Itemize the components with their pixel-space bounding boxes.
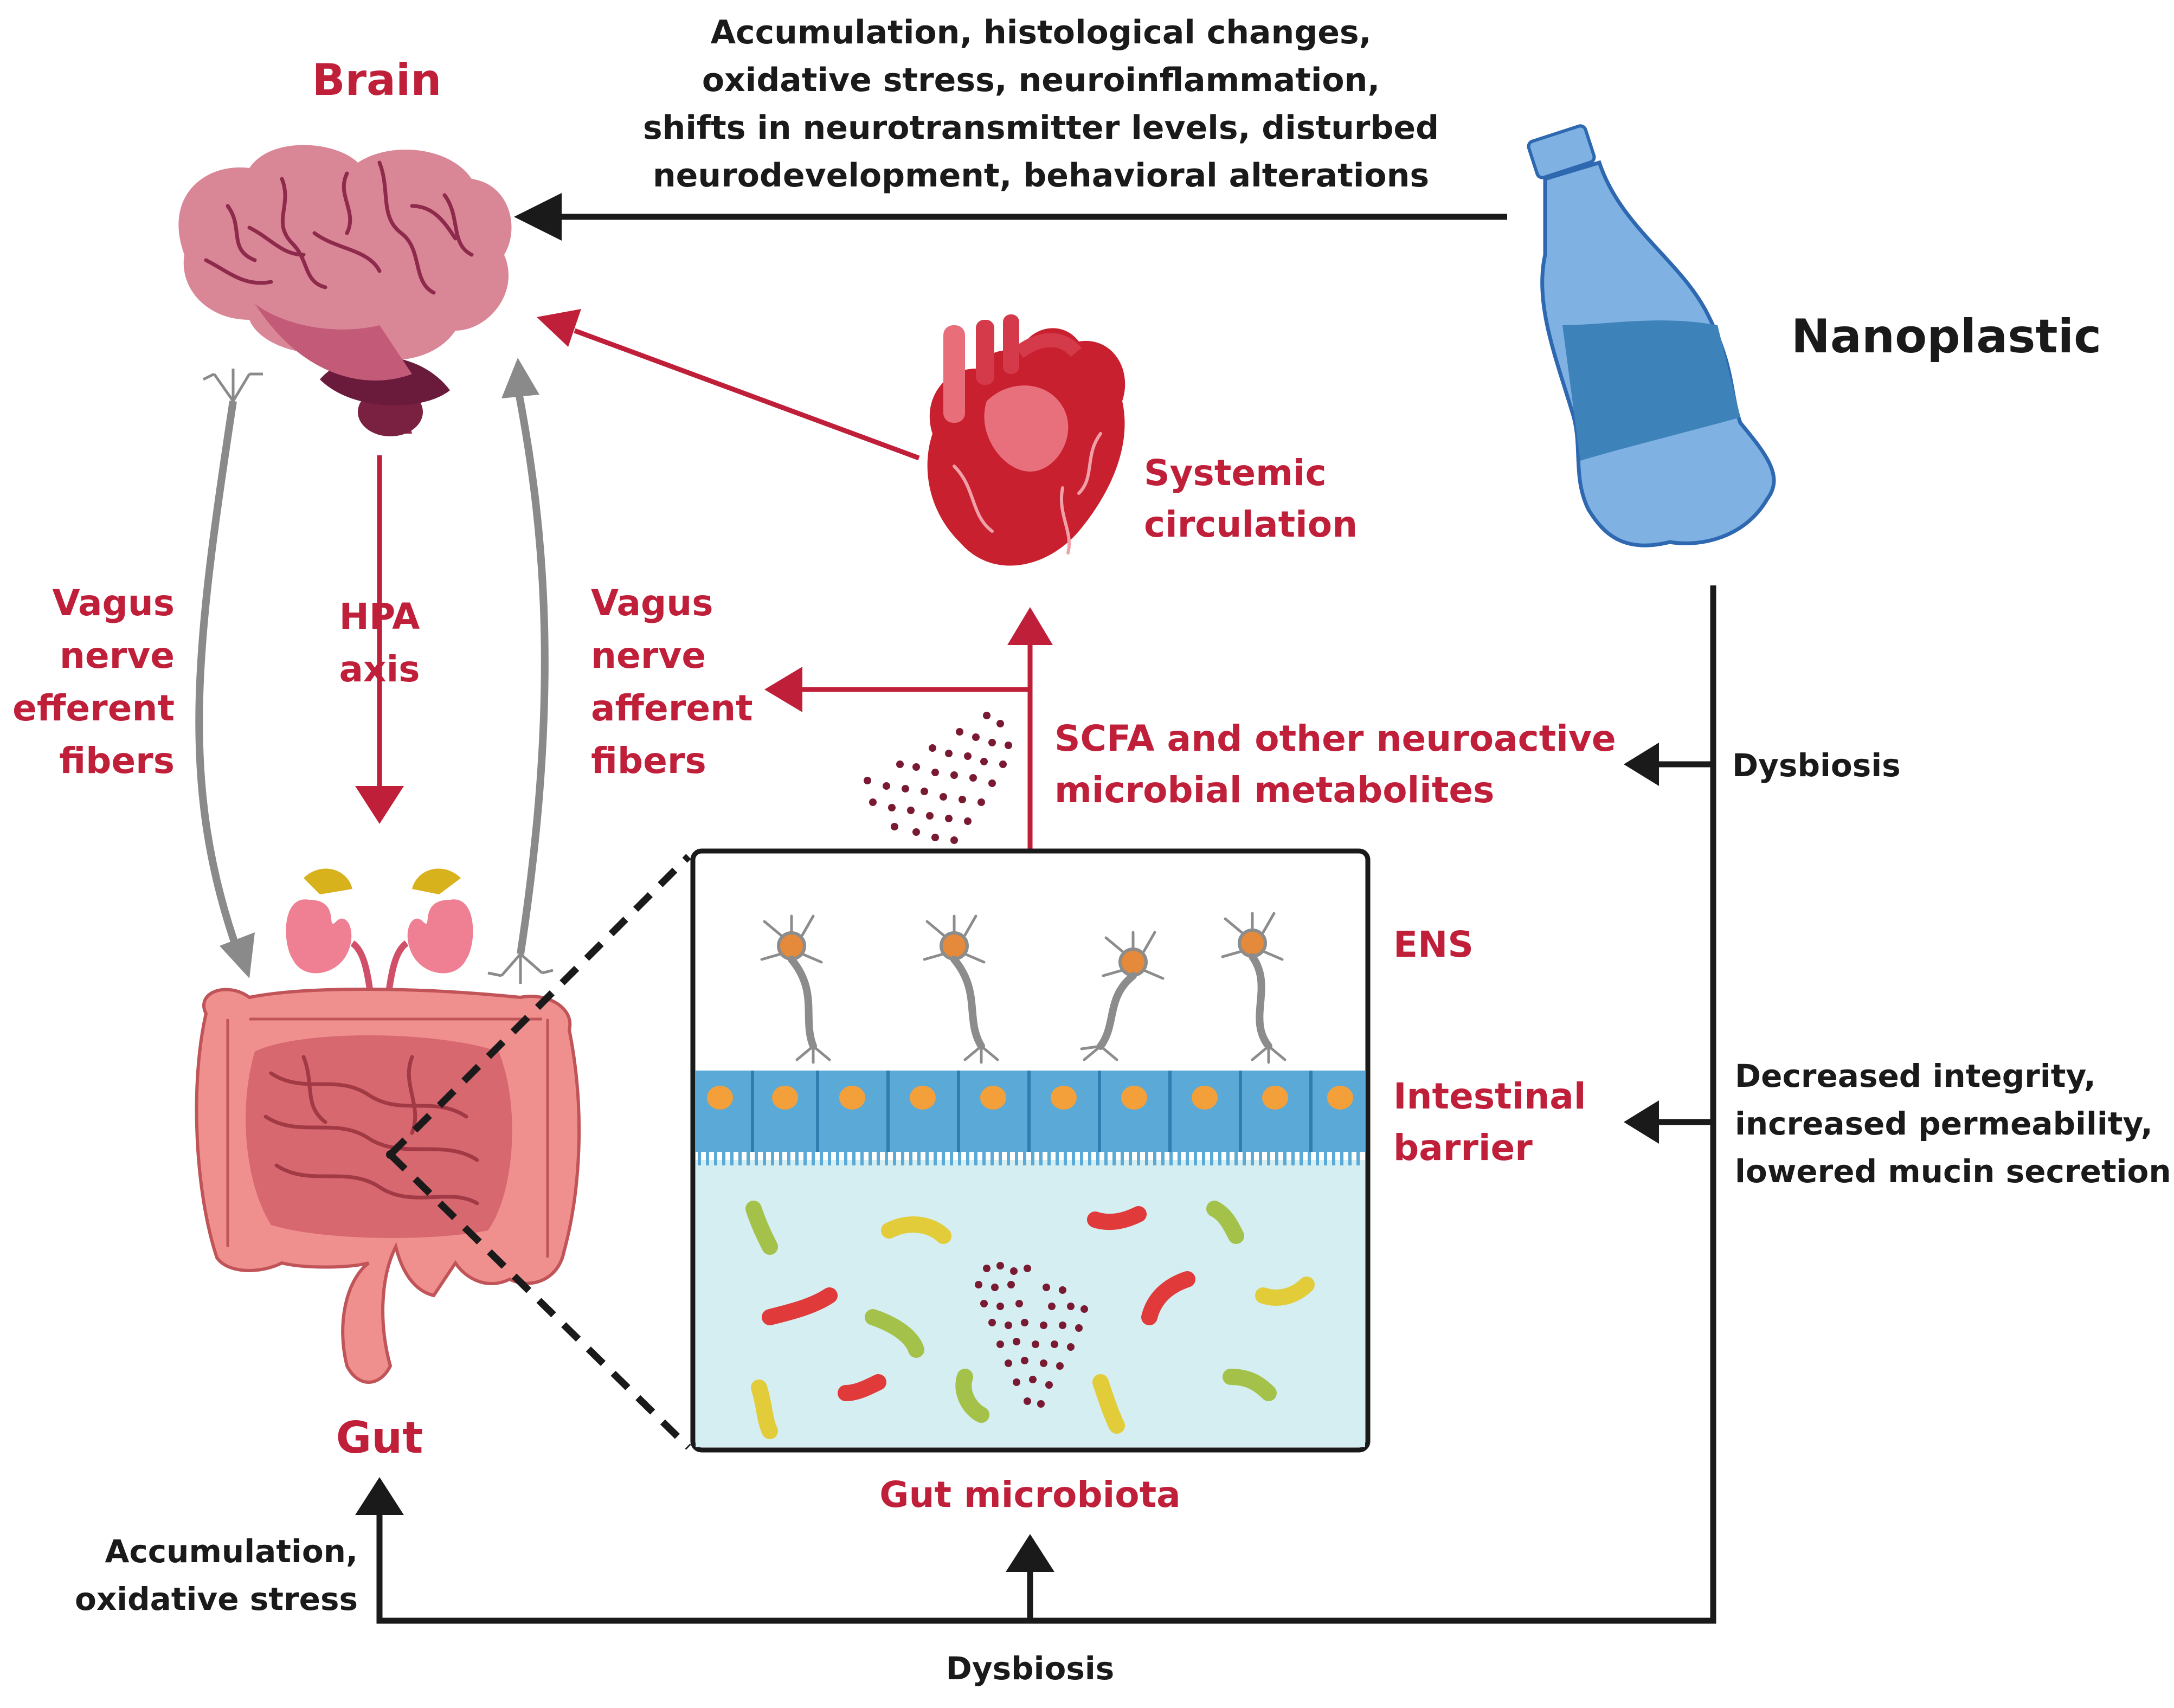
bacteria-icon: [745, 1201, 1315, 1439]
gut-label: Gut: [336, 1413, 423, 1463]
svg-text:lowered mucin secretion: lowered mucin secretion: [1735, 1153, 2171, 1190]
svg-text:SCFA and other neuroactive: SCFA and other neuroactive: [1054, 718, 1616, 759]
svg-text:afferent: afferent: [591, 687, 753, 729]
svg-text:Decreased integrity,: Decreased integrity,: [1735, 1058, 2096, 1094]
bottle-icon: [1527, 124, 1776, 547]
svg-text:circulation: circulation: [1144, 504, 1358, 545]
svg-text:Accumulation,: Accumulation,: [105, 1533, 358, 1570]
intestinal-barrier-label: Intestinal barrier: [1393, 1075, 1586, 1169]
dysbiosis-right-arrow: [1624, 743, 1713, 786]
svg-text:shifts in neurotransmitter lev: shifts in neurotransmitter levels, distu…: [643, 109, 1439, 147]
vagus-afferent-arrow: [487, 358, 554, 984]
svg-text:nerve: nerve: [591, 635, 706, 676]
gut-microbiota-label: Gut microbiota: [879, 1474, 1180, 1516]
svg-text:oxidative stress: oxidative stress: [75, 1581, 358, 1617]
brain-effects-text: Accumulation, histological changes, oxid…: [643, 14, 1439, 195]
heart-icon: [927, 314, 1125, 566]
metabolite-dots-upper: [864, 712, 1012, 844]
svg-text:nerve: nerve: [60, 635, 175, 676]
svg-text:microbial metabolites: microbial metabolites: [1054, 769, 1494, 811]
intestinal-epithelium: [696, 1071, 1365, 1165]
vagus-efferent-arrow: [195, 369, 263, 978]
svg-text:oxidative stress, neuroinflamm: oxidative stress, neuroinflammation,: [702, 61, 1380, 99]
metabolite-dots-icon: [975, 1262, 1088, 1408]
svg-text:Vagus: Vagus: [52, 582, 175, 624]
zoom-point: [386, 1150, 395, 1159]
dysbiosis-bottom-label: Dysbiosis: [946, 1650, 1115, 1687]
brain-icon: [178, 145, 512, 436]
hpa-axis-arrow: [355, 455, 404, 824]
nanoplastic-label: Nanoplastic: [1791, 310, 2101, 364]
to-microbiota-arrowhead: [1006, 1534, 1054, 1572]
to-vagus-afferent-arrow: [764, 667, 1030, 712]
dysbiosis-right-label: Dysbiosis: [1732, 747, 1901, 784]
barrier-effects-arrow: [1624, 1100, 1713, 1144]
svg-text:Accumulation, histological cha: Accumulation, histological changes,: [711, 14, 1372, 51]
nanoplastic-connector-lines: [376, 585, 1716, 1624]
scfa-label: SCFA and other neuroactive microbial met…: [1054, 718, 1616, 811]
neuron-icon: [760, 912, 1287, 1064]
vagus-afferent-label: Vagus nerve afferent fibers: [591, 582, 753, 782]
to-gut-arrowhead: [355, 1477, 404, 1515]
svg-text:Systemic: Systemic: [1144, 452, 1327, 494]
svg-text:increased permeability,: increased permeability,: [1735, 1105, 2153, 1142]
ens-label: ENS: [1393, 924, 1474, 965]
svg-text:efferent: efferent: [12, 687, 175, 729]
barrier-effects-text: Decreased integrity, increased permeabil…: [1735, 1058, 2171, 1190]
gut-detail-panel: [690, 848, 1371, 1453]
intestine-icon: [195, 988, 581, 1384]
heart-to-brain-arrow: [537, 309, 920, 461]
gut-effects-text: Accumulation, oxidative stress: [75, 1533, 358, 1617]
svg-text:fibers: fibers: [591, 740, 706, 782]
brain-label: Brain: [312, 55, 442, 105]
svg-text:neurodevelopment, behavioral a: neurodevelopment, behavioral alterations: [653, 157, 1429, 195]
svg-text:fibers: fibers: [59, 740, 175, 782]
svg-text:barrier: barrier: [1393, 1127, 1533, 1169]
kidney-icon: [286, 868, 473, 1015]
svg-text:Vagus: Vagus: [591, 582, 713, 624]
systemic-circulation-label: Systemic circulation: [1144, 452, 1358, 545]
zoom-dashed-lines: [388, 854, 691, 1450]
svg-text:Intestinal: Intestinal: [1393, 1075, 1586, 1117]
vagus-efferent-label: Vagus nerve efferent fibers: [12, 582, 175, 782]
